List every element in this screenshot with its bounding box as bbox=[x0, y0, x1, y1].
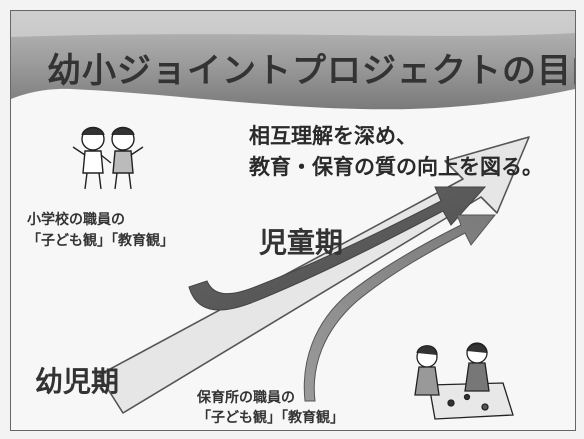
goal-line-2: 教育・保育の質の向上を図る。 bbox=[249, 155, 543, 179]
school-staff-line-1: 小学校の職員の bbox=[27, 212, 125, 228]
infant-period-label: 幼児期 bbox=[35, 365, 120, 398]
title-band-highlight bbox=[11, 11, 575, 37]
nursery-children-illustration bbox=[414, 342, 514, 420]
diagram-canvas bbox=[11, 11, 575, 420]
nursery-staff-line-2: 「子ども観」「教育観」 bbox=[197, 410, 344, 426]
nursery-staff-caption: 保育所の職員の 「子ども観」「教育観」 bbox=[197, 388, 344, 428]
child-period-arrow bbox=[188, 186, 487, 311]
school-staff-caption: 小学校の職員の 「子ども観」「教育観」 bbox=[27, 210, 174, 252]
school-children-illustration bbox=[72, 126, 144, 190]
child-period-label: 児童期 bbox=[259, 226, 344, 259]
slide: 幼小ジョイントプロジェクトの目的 相互理解を深め、 教育・保育の質の向上を図る。… bbox=[10, 10, 576, 431]
nursery-period-arrow bbox=[303, 214, 497, 402]
goal-statement: 相互理解を深め、 教育・保育の質の向上を図る。 bbox=[249, 121, 543, 183]
slide-title: 幼小ジョイントプロジェクトの目的 bbox=[47, 51, 576, 91]
nursery-staff-line-1: 保育所の職員の bbox=[197, 390, 295, 406]
goal-line-1: 相互理解を深め、 bbox=[249, 124, 417, 148]
school-staff-line-2: 「子ども観」「教育観」 bbox=[27, 233, 174, 249]
